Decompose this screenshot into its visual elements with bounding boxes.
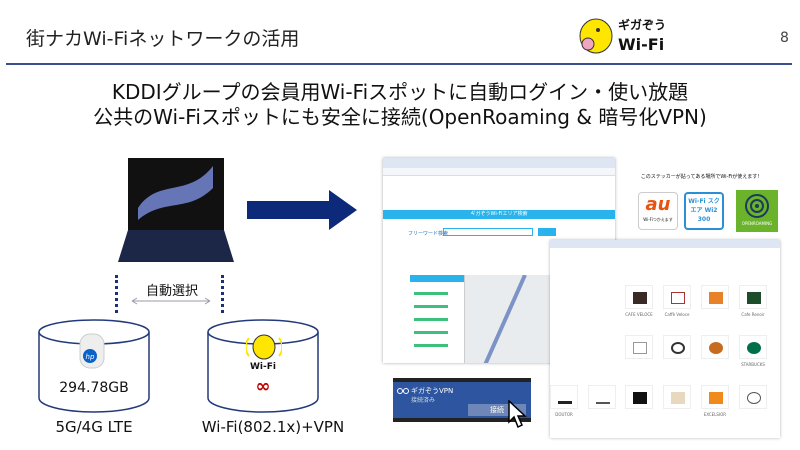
headline-line-2: 公共のWi-Fiスポットにも安全に接続(OpenRoaming & 暗号化VPN…	[93, 105, 707, 129]
search-button	[538, 228, 556, 236]
shop-tile	[739, 335, 767, 359]
unlimited-value: ∞	[255, 376, 271, 397]
shop-tile	[701, 385, 729, 409]
shop-name: Cafe Renoir	[741, 312, 765, 317]
cylinder-wifi	[207, 319, 319, 413]
logo-text-top: ギガぞう	[618, 18, 667, 32]
au-sub: Wi-Fiつかえます	[643, 217, 673, 222]
vpn-name: ギガぞうVPN	[411, 387, 454, 395]
shop-name: EXCELSIOR	[703, 412, 727, 417]
laptop-image	[118, 158, 234, 262]
shop-tile	[701, 285, 729, 309]
sticker-caption: このステッカーが貼ってある場所でWi-Fiが使えます!	[640, 174, 760, 180]
double-arrow-icon	[131, 297, 211, 305]
header-divider	[6, 63, 792, 65]
lte-data-value: 294.78GB	[59, 380, 129, 396]
openroaming-icon	[745, 194, 769, 218]
page-number: 8	[780, 30, 789, 46]
elephant-icon	[579, 18, 613, 54]
mouse-cursor-icon	[508, 400, 527, 429]
openroaming-label: OPENROAMING	[741, 221, 773, 226]
elephant-wifi-icon	[246, 334, 282, 360]
right-arrow-icon	[247, 190, 357, 230]
openroaming-sticker: OPENROAMING	[736, 190, 778, 232]
shop-tile	[625, 335, 653, 359]
shop-tile	[625, 285, 653, 309]
dotted-connector-left	[115, 275, 118, 313]
search-input	[443, 228, 533, 236]
search-banner: ギガぞうWi-Fiエリア検索	[383, 210, 615, 219]
shops-titlebar	[550, 240, 780, 248]
shop-name: Caffè Veloce	[664, 312, 690, 317]
wifi-label: Wi-Fi(802.1x)+VPN	[201, 418, 345, 436]
search-label: フリーワード検索	[408, 231, 449, 237]
vpn-app-icon	[397, 388, 409, 394]
shop-tile	[663, 385, 691, 409]
shop-tile	[701, 335, 729, 359]
hp-mascot-icon: hp	[79, 333, 105, 369]
shop-tile	[663, 285, 691, 309]
dotted-connector-right	[221, 275, 224, 313]
lte-label: 5G/4G LTE	[55, 418, 133, 436]
shop-tile	[739, 385, 767, 409]
shop-tile	[739, 285, 767, 309]
shop-tile	[663, 335, 691, 359]
vpn-status: 接続済み	[411, 397, 436, 404]
au-logo: au	[645, 194, 671, 215]
shop-name: STARBUCKS	[741, 362, 765, 367]
wi2-sticker: Wi-Fi スクエア Wi2 300	[684, 192, 724, 230]
address-bar	[383, 168, 615, 176]
svg-text:hp: hp	[86, 353, 95, 361]
shop-tile	[550, 385, 578, 409]
auto-select-label: 自動選択	[146, 284, 199, 299]
shop-name: CAFE VELOCE	[625, 312, 653, 317]
spot-list	[410, 275, 465, 363]
headline-line-1: KDDIグループの会員用Wi-Fiスポットに自動ログイン・使い放題	[111, 80, 689, 104]
shop-tile	[625, 385, 653, 409]
wifi-logo-text: Wi-Fi	[250, 362, 276, 372]
shop-name: DOUTOR	[555, 412, 573, 417]
cylinder-lte	[38, 319, 150, 413]
logo-text-bottom: Wi-Fi	[618, 35, 665, 54]
browser-tabs	[383, 158, 615, 168]
slide-title: 街ナカWi-Fiネットワークの活用	[26, 28, 300, 50]
shop-tile	[588, 385, 616, 409]
gigazo-wifi-logo: ギガぞう Wi-Fi	[572, 14, 672, 58]
partner-shops-screenshot: CAFE VELOCE Caffè Veloce Cafe Renoir STA…	[550, 240, 780, 438]
